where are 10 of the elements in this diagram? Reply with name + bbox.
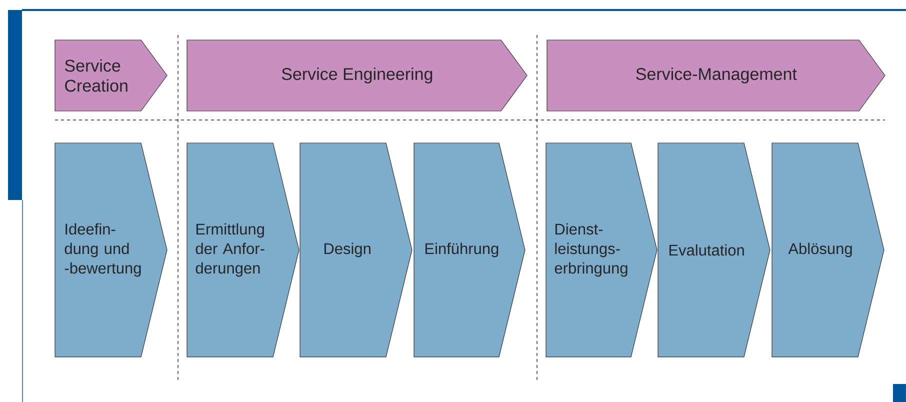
step-box: Einführung	[414, 142, 526, 358]
phase-box: Service-Management	[546, 40, 886, 112]
step-box: Ermittlung der Anfor- derungen	[186, 142, 300, 358]
step-box: Dienst- leistungs- erbringung	[546, 142, 658, 358]
step-box: Evalutation	[658, 142, 770, 358]
step-box: Design	[300, 142, 412, 358]
step-box: Ideefin- dung und -bewertung	[54, 142, 168, 358]
phase-box: Service Creation	[54, 40, 168, 112]
phase-box: Service Engineering	[186, 40, 528, 112]
step-box: Ablösung	[772, 142, 884, 358]
